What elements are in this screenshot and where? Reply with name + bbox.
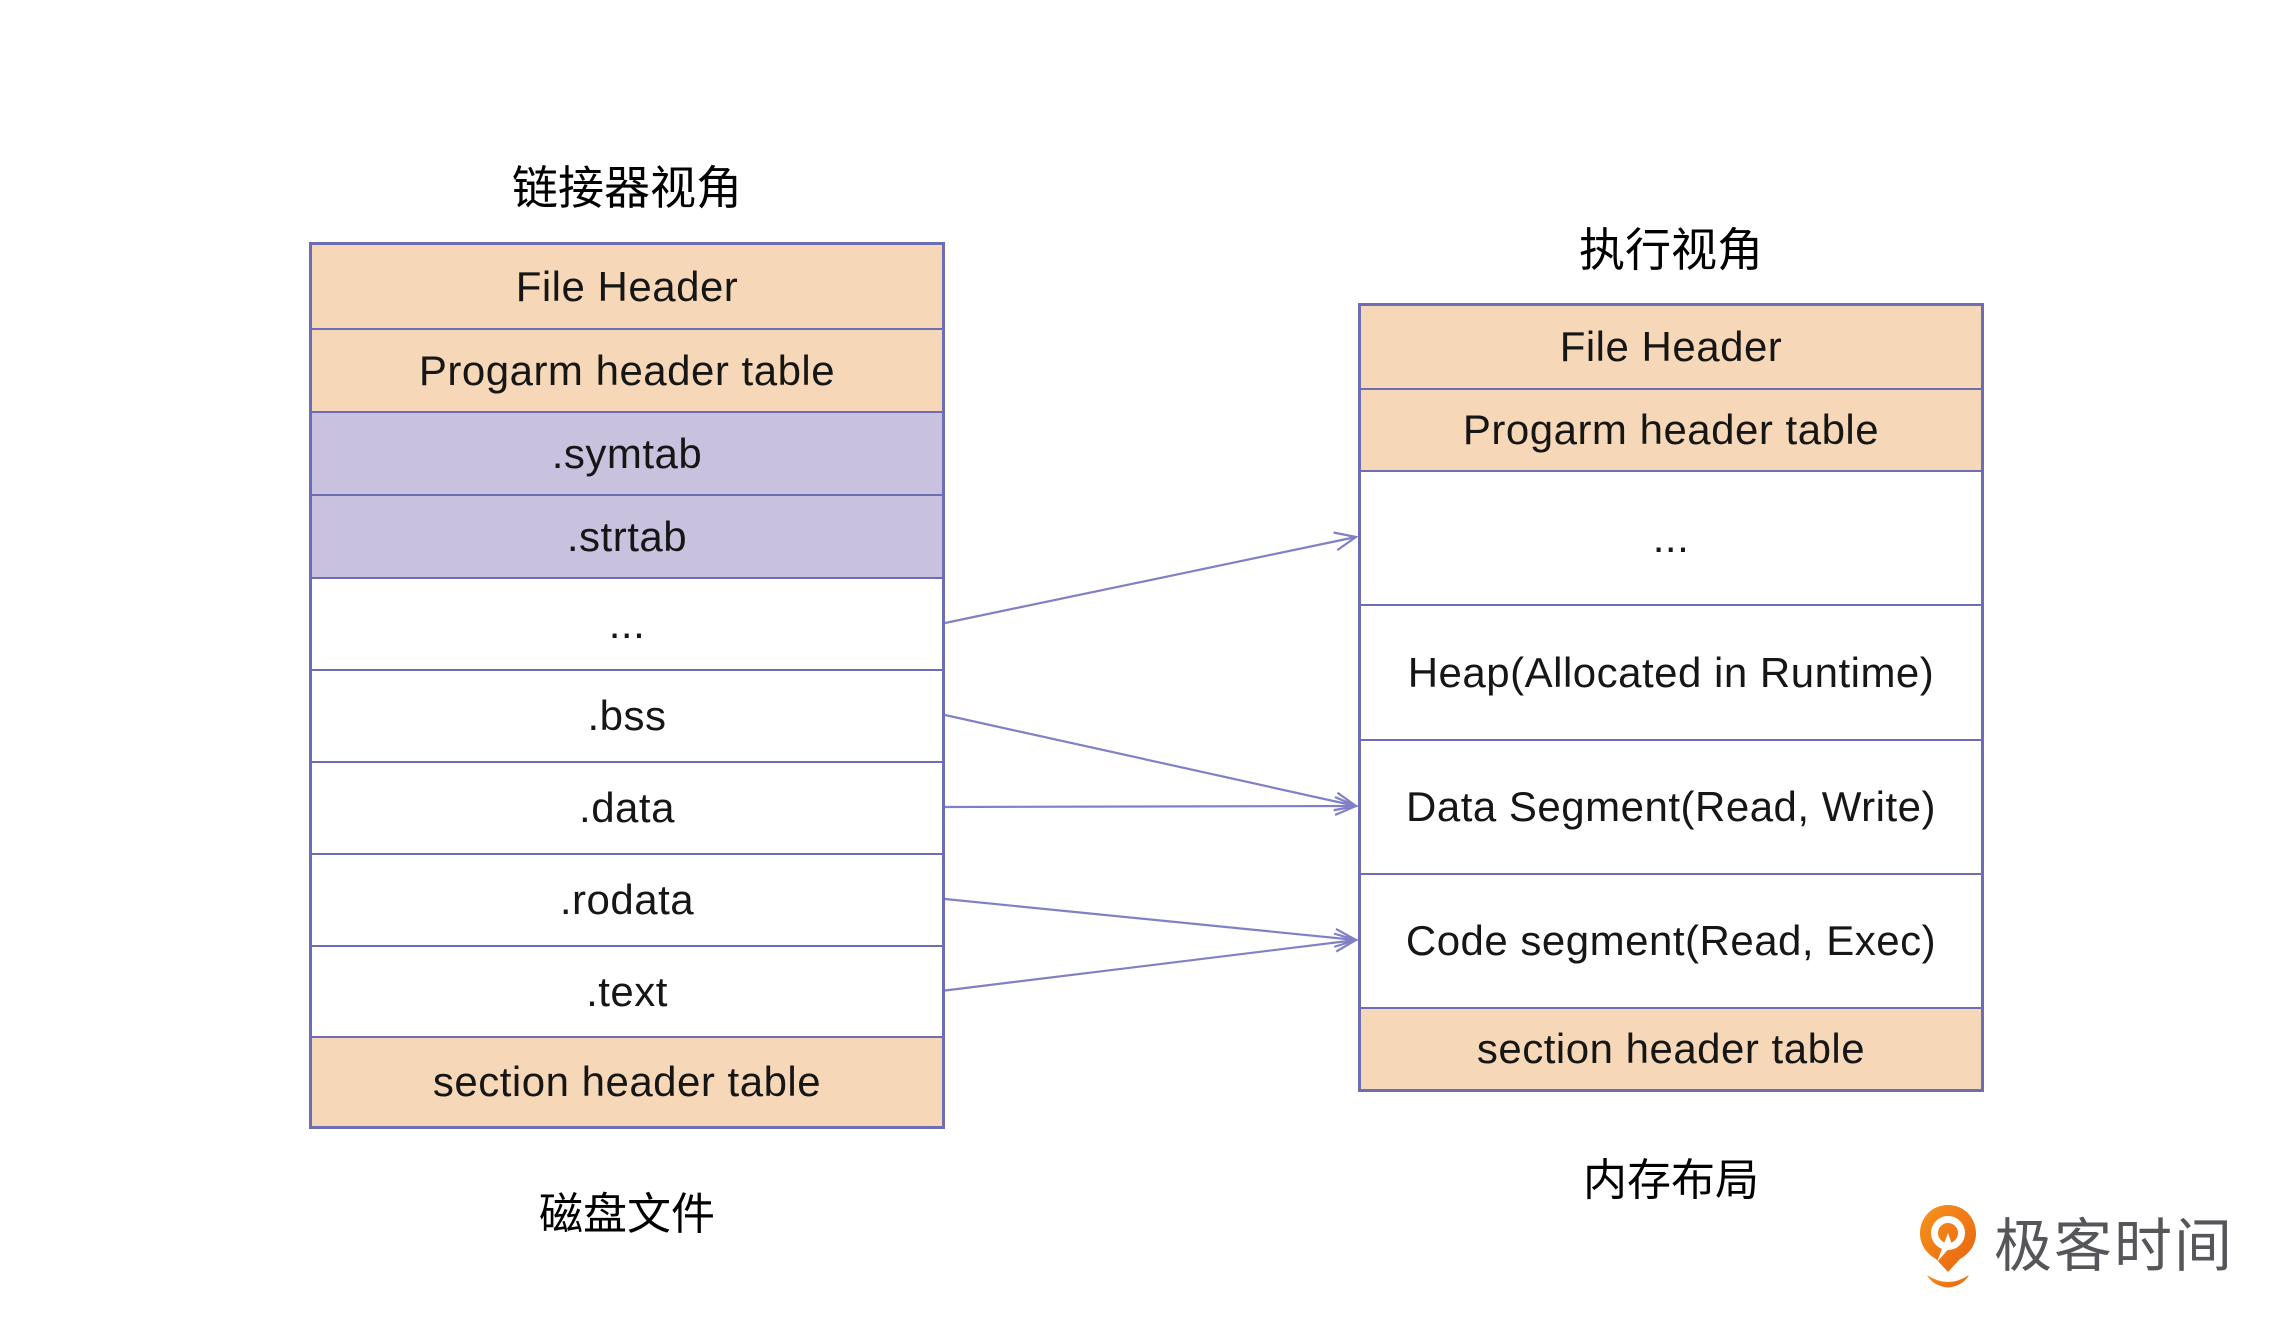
table-row: section header table	[1361, 1007, 1981, 1089]
geektime-logo: 极客时间	[1918, 1204, 2234, 1290]
table-row: ...	[1361, 470, 1981, 604]
table-row: File Header	[312, 245, 942, 328]
memory-layout-caption: 内存布局	[1583, 1156, 1759, 1205]
table-row: .bss	[312, 669, 942, 761]
geektime-logo-icon	[1920, 1205, 1976, 1288]
table-row: Heap(Allocated in Runtime)	[1361, 604, 1981, 739]
table-row: File Header	[1361, 306, 1981, 388]
table-row: Progarm header table	[312, 328, 942, 411]
table-row: .text	[312, 945, 942, 1036]
arrow-line	[944, 897, 1359, 948]
table-row: Progarm header table	[1361, 388, 1981, 470]
arrow-line	[944, 796, 1359, 817]
table-row: .symtab	[312, 411, 942, 494]
arrow-line	[944, 531, 1359, 625]
table-row: .strtab	[312, 494, 942, 577]
table-row: Code segment(Read, Exec)	[1361, 873, 1981, 1007]
arrow-line	[944, 932, 1359, 992]
geektime-logo-text: 极客时间	[1994, 1214, 2235, 1279]
linker-view-title: 链接器视角	[512, 162, 742, 214]
arrow-line	[944, 713, 1359, 812]
table-row: Data Segment(Read, Write)	[1361, 739, 1981, 873]
disk-file-caption: 磁盘文件	[539, 1190, 715, 1239]
table-row: .data	[312, 761, 942, 853]
execution-view-title: 执行视角	[1579, 224, 1763, 276]
table-row: section header table	[312, 1036, 942, 1126]
table-row: .rodata	[312, 853, 942, 945]
table-row: ...	[312, 577, 942, 669]
